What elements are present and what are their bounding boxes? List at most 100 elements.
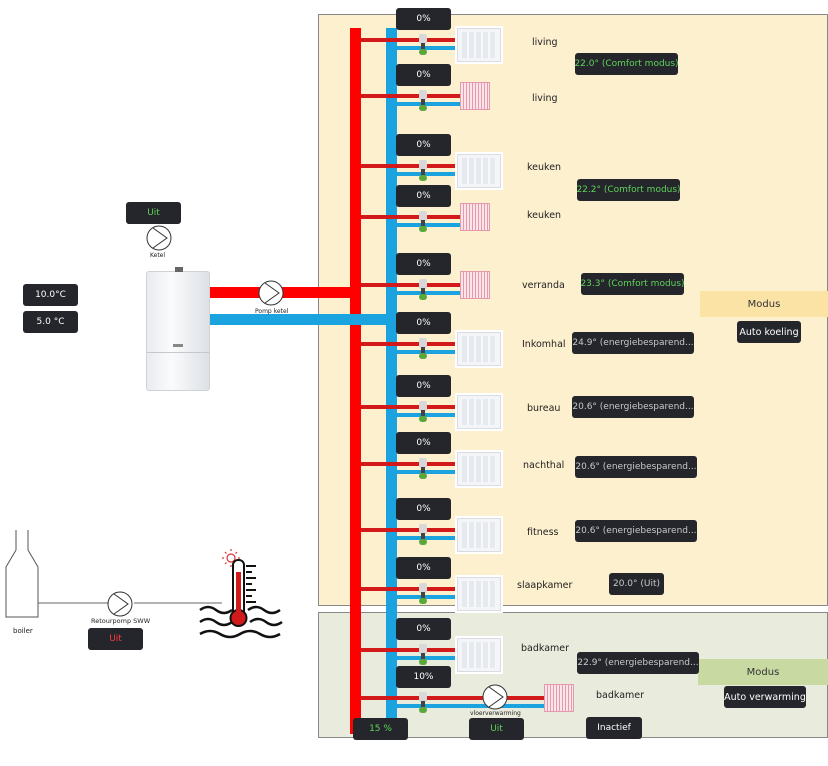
outdoor-temp-1: 10.0°C <box>23 284 78 306</box>
floor-heating-state: Inactief <box>586 717 642 739</box>
room-label: verranda <box>522 280 565 291</box>
valve-actuator-icon <box>418 279 428 301</box>
valve-position: 0% <box>396 375 451 397</box>
room-label: keuken <box>527 162 562 173</box>
valve-position: 0% <box>396 253 451 275</box>
supply-branch-pipe <box>361 38 461 42</box>
dhw-circuit-diagram <box>5 530 222 618</box>
pomp-ketel-label: Pomp ketel <box>255 308 289 315</box>
supply-branch-pipe <box>361 342 461 346</box>
return-branch-pipe <box>397 470 461 474</box>
valve-actuator-icon <box>418 401 428 423</box>
thermostat-badkamer[interactable]: 22.9° (energiebesparend... <box>577 652 699 674</box>
valve-position: 0% <box>396 618 451 640</box>
ketel-pump-icon[interactable] <box>145 224 173 252</box>
retourpomp-status[interactable]: Uit <box>88 628 143 650</box>
room-label: slaapkamer <box>517 580 573 591</box>
boiler-supply-pipe <box>209 287 361 298</box>
radiator-icon <box>457 577 501 611</box>
modus-select-top[interactable]: Auto koeling <box>737 321 801 343</box>
retourpomp-icon[interactable] <box>106 590 134 618</box>
vloerverwarming-pump-status[interactable]: Uit <box>469 718 524 740</box>
return-riser <box>386 28 397 734</box>
thermostat-slaapkamer[interactable]: 20.0° (Uit) <box>609 573 664 595</box>
ketel-pump-label: Ketel <box>150 252 166 259</box>
valve-position: 0% <box>396 8 451 30</box>
floor-mix-value: 15 % <box>353 718 408 740</box>
supply-branch-pipe <box>361 164 461 168</box>
supply-branch-pipe <box>361 587 461 591</box>
vloerverwarming-pump-icon[interactable] <box>481 683 509 711</box>
supply-riser <box>350 28 361 734</box>
valve-position: 0% <box>396 312 451 334</box>
valve-actuator-icon <box>418 644 428 666</box>
supply-branch-pipe <box>361 94 461 98</box>
thermostat-verranda[interactable]: 23.3° (Comfort modus) <box>581 273 684 295</box>
return-branch-pipe <box>397 291 461 295</box>
valve-position: 0% <box>396 185 451 207</box>
return-branch-pipe <box>397 102 461 106</box>
floor-heating-icon <box>460 203 490 231</box>
thermostat-keuken[interactable]: 22.2° (Comfort modus) <box>577 179 680 201</box>
ketel-pump-status[interactable]: Uit <box>126 202 181 224</box>
boiler-tank-label: boiler <box>13 627 33 635</box>
valve-position: 0% <box>396 134 451 156</box>
water-temperature-icon <box>199 549 283 639</box>
modus-header-bottom: Modus <box>698 659 828 685</box>
pomp-ketel-icon[interactable] <box>257 279 285 307</box>
return-branch-pipe <box>397 172 461 176</box>
room-label: nachthal <box>523 460 565 471</box>
radiator-icon <box>457 28 501 62</box>
return-branch-pipe <box>397 656 461 660</box>
modus-select-bottom[interactable]: Auto verwarming <box>724 686 806 708</box>
supply-branch-pipe <box>361 696 551 700</box>
radiator-icon <box>457 395 501 429</box>
return-branch-pipe <box>397 413 461 417</box>
modus-header-top: Modus <box>700 291 828 317</box>
return-branch-pipe <box>397 223 461 227</box>
room-label: living <box>532 37 558 48</box>
floor-heating-icon <box>544 684 574 712</box>
room-label: keuken <box>527 210 562 221</box>
boiler-tank-icon <box>6 532 38 617</box>
floor-heating-icon <box>460 82 490 110</box>
valve-position: 0% <box>396 64 451 86</box>
retourpomp-label: Retourpomp SWW <box>91 617 151 625</box>
boiler-return-pipe <box>209 314 397 325</box>
return-branch-pipe <box>397 536 461 540</box>
thermostat-inkomhal[interactable]: 24.9° (energiebesparend... <box>572 332 694 354</box>
thermostat-living[interactable]: 22.0° (Comfort modus) <box>575 53 678 75</box>
valve-actuator-icon <box>418 524 428 546</box>
supply-branch-pipe <box>361 462 461 466</box>
valve-actuator-icon <box>418 338 428 360</box>
return-branch-pipe <box>397 704 551 708</box>
vloerverwarming-pump-label: vloerverwarming <box>470 710 521 717</box>
valve-position: 0% <box>396 557 451 579</box>
room-label: badkamer <box>521 643 570 654</box>
valve-actuator-icon <box>418 211 428 233</box>
radiator-icon <box>457 452 501 486</box>
return-branch-pipe <box>397 595 461 599</box>
outdoor-temp-2: 5.0 °C <box>23 311 78 333</box>
return-branch-pipe <box>397 46 461 50</box>
room-label: badkamer <box>596 690 645 701</box>
radiator-icon <box>457 154 501 188</box>
room-label: bureau <box>527 403 561 414</box>
valve-actuator-icon <box>418 583 428 605</box>
thermostat-bureau[interactable]: 20.6° (energiebesparend... <box>572 396 694 418</box>
thermostat-nachthal[interactable]: 20.6° (energiebesparend... <box>575 456 697 478</box>
valve-actuator-icon <box>418 160 428 182</box>
return-branch-pipe <box>397 350 461 354</box>
valve-actuator-icon <box>418 458 428 480</box>
supply-branch-pipe <box>361 215 461 219</box>
radiator-icon <box>457 332 501 366</box>
valve-actuator-icon <box>418 692 428 714</box>
boiler-unit-image <box>146 271 210 391</box>
room-label: Inkomhal <box>522 339 566 350</box>
room-label: living <box>532 93 558 104</box>
valve-actuator-icon <box>418 34 428 56</box>
room-label: fitness <box>527 527 559 538</box>
thermostat-fitness[interactable]: 20.6° (energiebesparend... <box>575 520 697 542</box>
boiler-flue <box>175 267 183 272</box>
supply-branch-pipe <box>361 528 461 532</box>
